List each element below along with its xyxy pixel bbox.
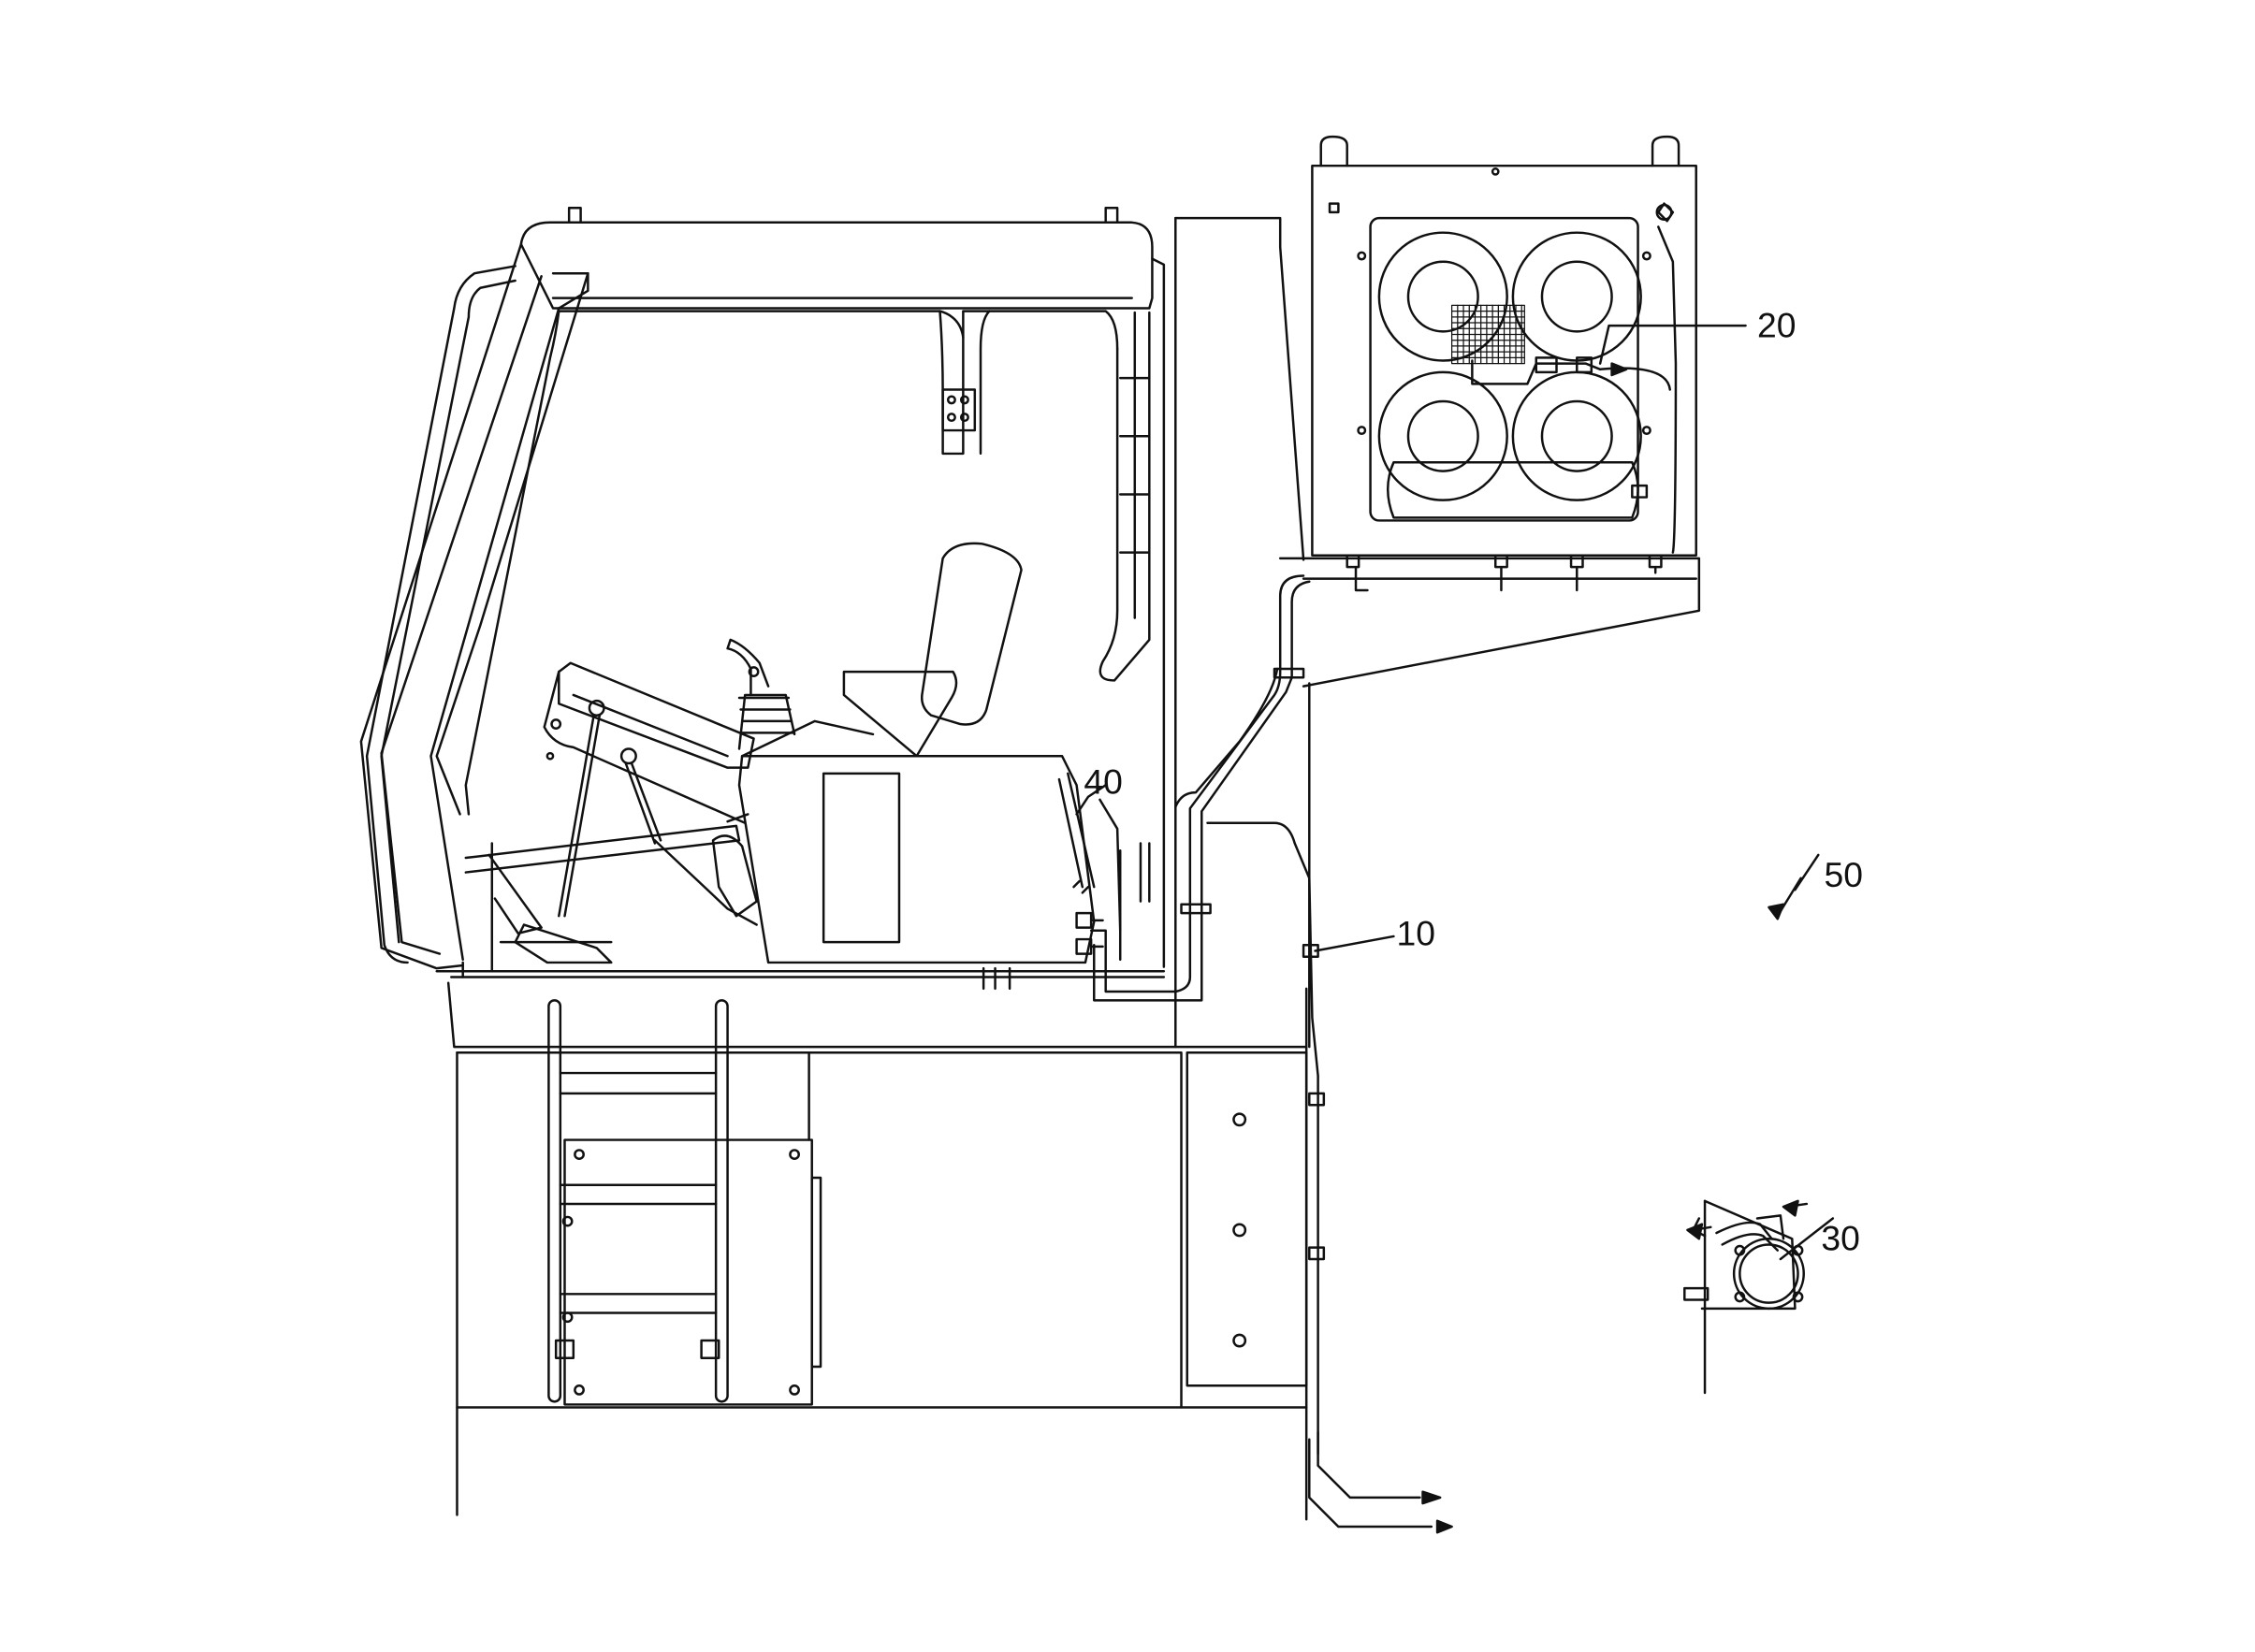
label-30: 30 [1821, 1219, 1860, 1258]
machine-lower-body [456, 987, 1308, 1521]
label-10: 10 [1397, 913, 1436, 952]
cooler-support-bracket [1278, 554, 1701, 688]
cooler-unit [1311, 135, 1697, 557]
operator-seat-and-controls [464, 542, 1151, 964]
connector-40 [982, 784, 1107, 991]
label-20: 20 [1757, 306, 1797, 345]
label-50: 50 [1825, 855, 1863, 894]
refrigerant-line [1089, 574, 1453, 1534]
operator-cab [359, 207, 1308, 1049]
label-40: 40 [1084, 762, 1123, 802]
compressor [1683, 1199, 1809, 1395]
reference-labels [1098, 324, 1835, 1261]
